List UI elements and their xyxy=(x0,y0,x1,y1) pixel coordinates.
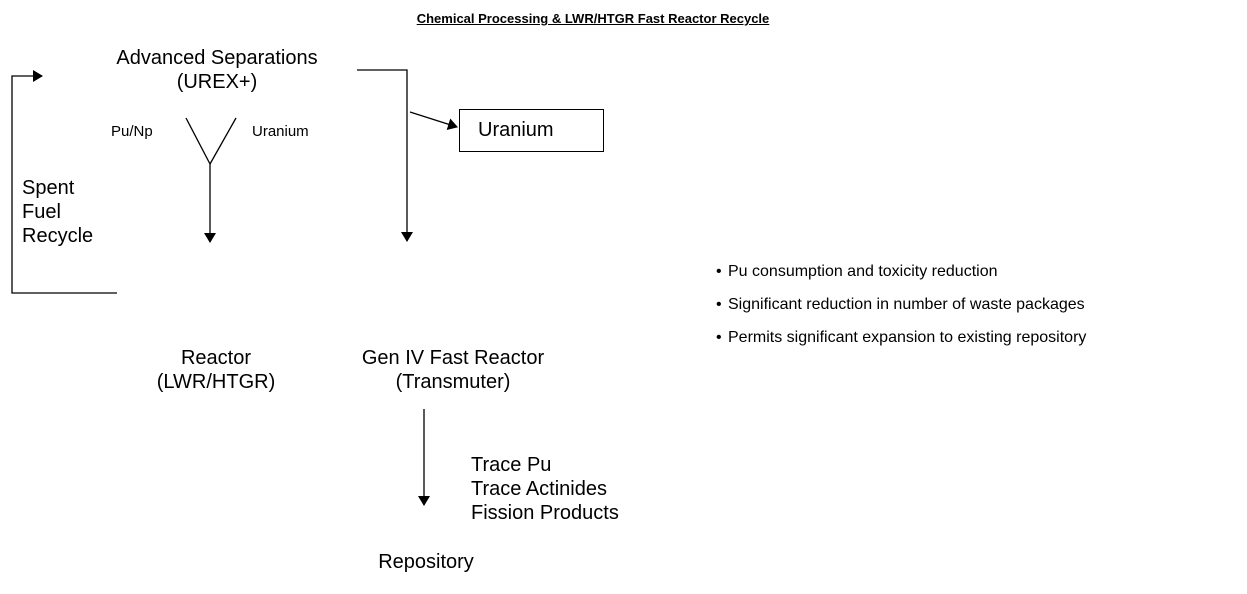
recycle-label-2: Fuel xyxy=(22,201,61,223)
separations-sublabel: (UREX+) xyxy=(176,71,258,93)
recycle-label-3: Recycle xyxy=(22,225,94,247)
recycle-label-1: Spent xyxy=(22,177,75,199)
output-trace-actinides: Trace Actinides xyxy=(471,478,607,500)
fast-reactor-node: Gen IV Fast Reactor (Transmuter) xyxy=(362,346,544,394)
benefits-list: • Pu consumption and toxicity reduction … xyxy=(716,262,1086,361)
diagram-title: Chemical Processing & LWR/HTGR Fast Reac… xyxy=(416,11,770,26)
branch-label-pu-np: Pu/Np xyxy=(111,123,153,140)
output-fission-products: Fission Products xyxy=(471,502,619,524)
output-trace-pu: Trace Pu xyxy=(471,454,552,476)
separations-node: Advanced Separations (UREX+) xyxy=(116,46,317,94)
separations-label: Advanced Separations xyxy=(116,47,318,69)
fast-reactor-sublabel: (Transmuter) xyxy=(395,371,511,393)
recycle-node: Spent Fuel Recycle xyxy=(22,176,93,248)
fast-reactor-label: Gen IV Fast Reactor xyxy=(361,347,545,369)
bullet-icon: • xyxy=(716,329,722,346)
y-split-left-line xyxy=(185,117,211,165)
benefit-text: Significant reduction in number of waste… xyxy=(728,296,1085,313)
bullet-icon: • xyxy=(716,296,722,313)
benefit-text: Pu consumption and toxicity reduction xyxy=(728,263,998,280)
benefit-item: • Significant reduction in number of was… xyxy=(716,295,1086,328)
outputs-list: Trace Pu Trace Actinides Fission Product… xyxy=(471,453,619,525)
to-uranium-box-arrow xyxy=(409,111,458,130)
benefit-item: • Permits significant expansion to exist… xyxy=(716,328,1086,361)
reactor-sublabel: (LWR/HTGR) xyxy=(156,371,276,393)
repository-node: Repository xyxy=(378,551,474,573)
reactor-node: Reactor (LWR/HTGR) xyxy=(157,346,276,394)
benefit-text: Permits significant expansion to existin… xyxy=(728,329,1087,346)
separations-to-fast-reactor-arrow xyxy=(357,69,413,242)
uranium-box: Uranium xyxy=(459,109,604,152)
reactor-label: Reactor xyxy=(180,347,252,369)
bullet-icon: • xyxy=(716,263,722,280)
y-split-right-line xyxy=(209,117,237,165)
benefit-item: • Pu consumption and toxicity reduction xyxy=(716,262,1086,295)
branch-label-uranium: Uranium xyxy=(252,123,309,140)
recycle-loop-line xyxy=(11,70,117,294)
uranium-box-label: Uranium xyxy=(478,119,554,141)
